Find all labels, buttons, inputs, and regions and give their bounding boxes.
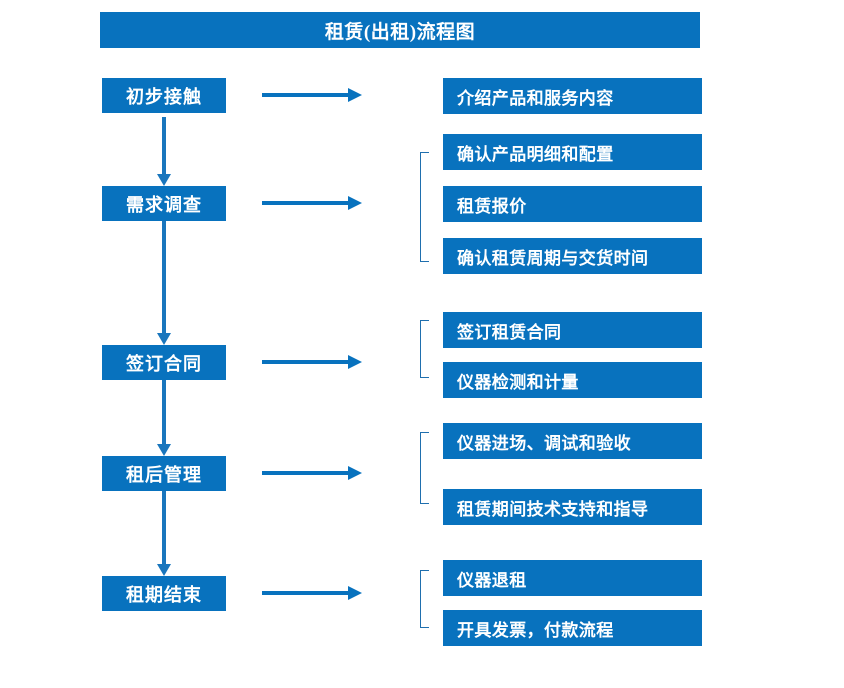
stage-arrow-4 (262, 466, 362, 480)
arrow-head-right-icon (348, 466, 362, 480)
group-bracket-4 (420, 432, 429, 504)
connector-shaft (162, 117, 166, 174)
connector-1 (157, 117, 171, 186)
stage-arrow-5 (262, 586, 362, 600)
detail-box-5-2[interactable]: 开具发票，付款流程 (443, 610, 702, 646)
arrow-head-down-icon (157, 174, 171, 186)
arrow-shaft (262, 471, 350, 475)
arrow-head-right-icon (348, 586, 362, 600)
arrow-shaft (262, 591, 350, 595)
detail-box-4-1[interactable]: 仪器进场、调试和验收 (443, 423, 702, 459)
stage-box-5[interactable]: 租期结束 (102, 576, 226, 611)
group-bracket-2 (420, 152, 429, 262)
stage-arrow-3 (262, 355, 362, 369)
arrow-head-down-icon (157, 444, 171, 456)
detail-box-5-1[interactable]: 仪器退租 (443, 560, 702, 596)
stage-box-2[interactable]: 需求调查 (102, 186, 226, 221)
group-bracket-3 (420, 320, 429, 378)
stage-arrow-1 (262, 88, 362, 102)
arrow-head-right-icon (348, 88, 362, 102)
detail-box-3-1[interactable]: 签订租赁合同 (443, 312, 702, 348)
arrow-shaft (262, 360, 350, 364)
stage-box-4[interactable]: 租后管理 (102, 456, 226, 491)
connector-4 (157, 491, 171, 576)
stage-arrow-2 (262, 196, 362, 210)
arrow-head-down-icon (157, 333, 171, 345)
connector-shaft (162, 491, 166, 564)
stage-box-1[interactable]: 初步接触 (102, 78, 226, 113)
group-bracket-5 (420, 570, 429, 628)
connector-shaft (162, 380, 166, 444)
connector-shaft (162, 221, 166, 333)
detail-box-3-2[interactable]: 仪器检测和计量 (443, 362, 702, 398)
connector-2 (157, 221, 171, 345)
detail-box-2-2[interactable]: 租赁报价 (443, 186, 702, 222)
arrow-shaft (262, 201, 350, 205)
arrow-head-down-icon (157, 564, 171, 576)
arrow-shaft (262, 93, 350, 97)
detail-box-1-1[interactable]: 介绍产品和服务内容 (443, 78, 702, 114)
arrow-head-right-icon (348, 196, 362, 210)
detail-box-2-1[interactable]: 确认产品明细和配置 (443, 134, 702, 170)
detail-box-4-2[interactable]: 租赁期间技术支持和指导 (443, 489, 702, 525)
arrow-head-right-icon (348, 355, 362, 369)
diagram-title: 租赁(出租)流程图 (100, 12, 700, 48)
detail-box-2-3[interactable]: 确认租赁周期与交货时间 (443, 238, 702, 274)
stage-box-3[interactable]: 签订合同 (102, 345, 226, 380)
connector-3 (157, 380, 171, 456)
